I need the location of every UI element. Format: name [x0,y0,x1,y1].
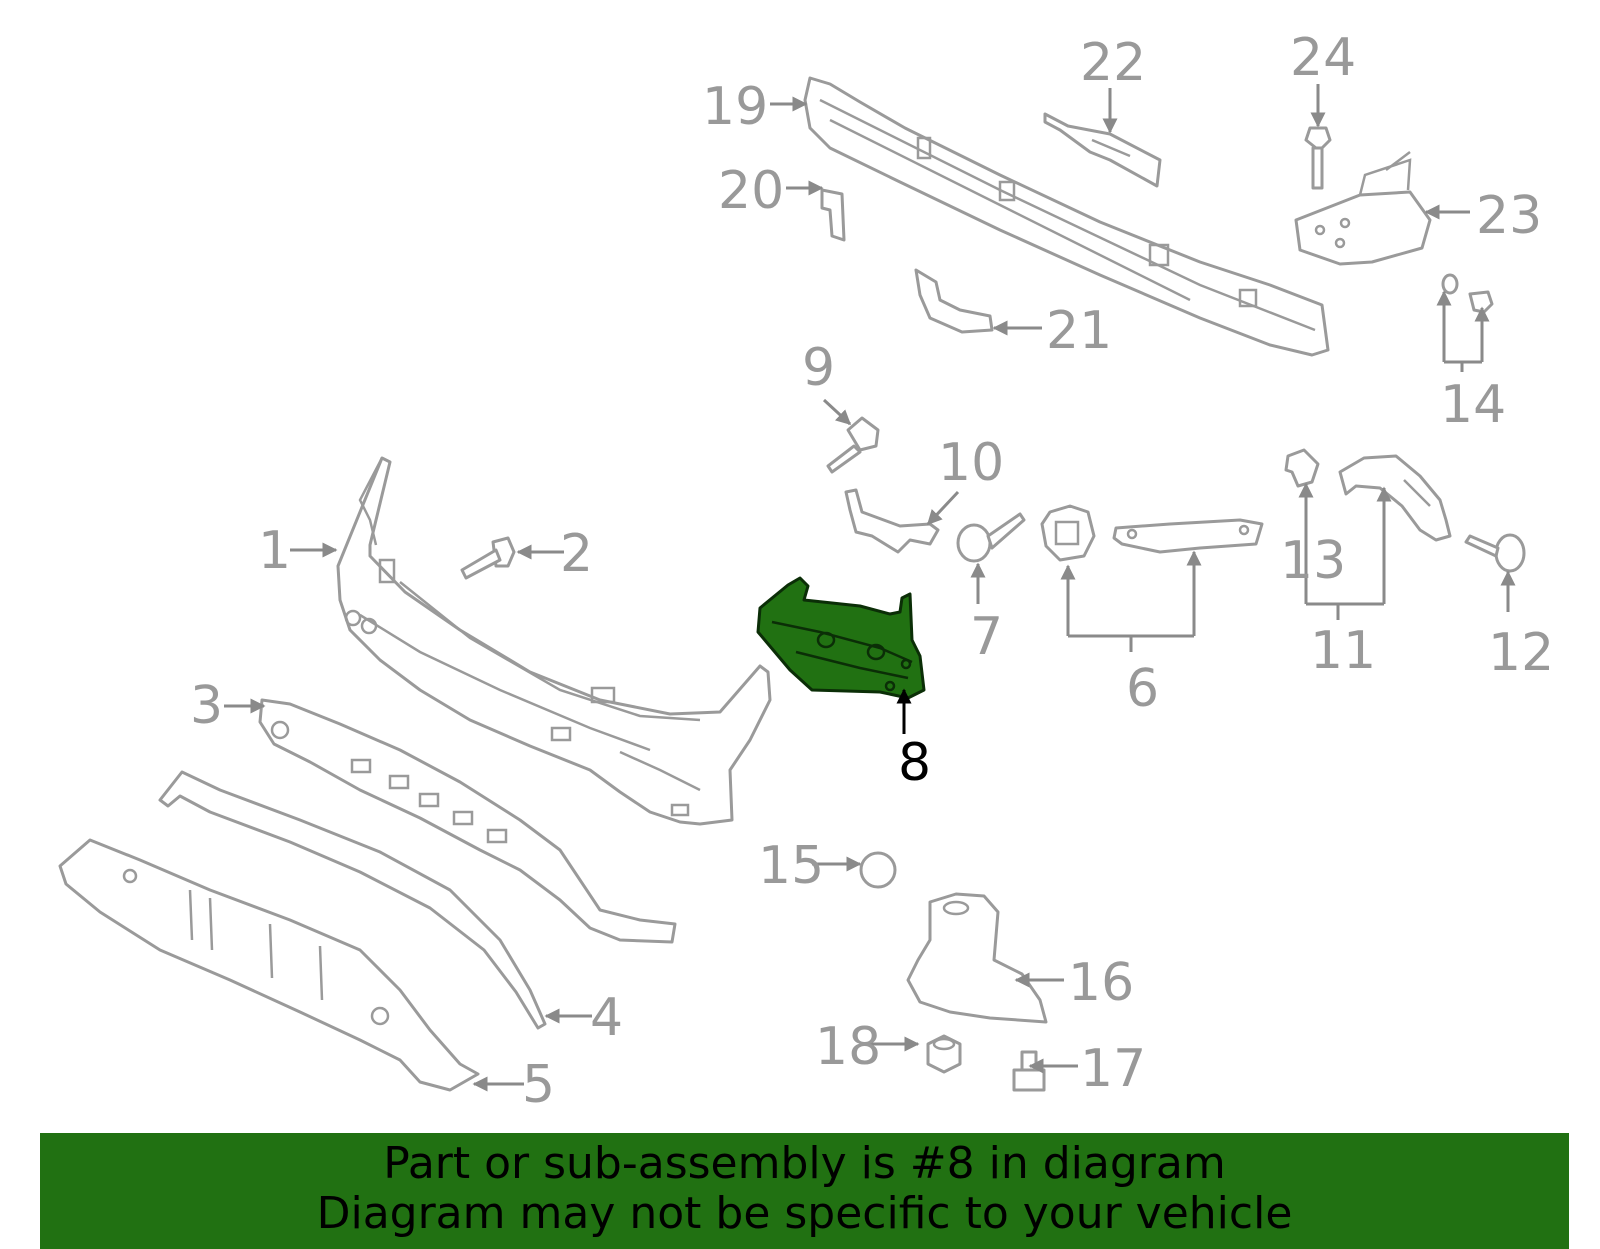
part-13-clip [1284,448,1320,488]
part-10-bracket [844,488,940,554]
callout-12: 12 [1488,623,1554,683]
callout-6: 6 [1126,659,1159,719]
callout-14: 14 [1440,375,1506,435]
part-23-bracket [1294,151,1432,266]
part-9-screw [826,416,880,474]
part-2-screw [460,536,516,580]
part-15-plug [859,851,897,889]
part-6-clip-and-strip [1040,504,1264,562]
callout-10: 10 [938,433,1004,493]
part-24-bolt [1304,126,1332,190]
callout-17: 17 [1080,1039,1146,1099]
callout-18: 18 [815,1017,881,1077]
banner-line-2: Diagram may not be specific to your vehi… [316,1188,1293,1239]
part-19-bumper-reinforcement [803,76,1330,357]
part-20-clip [820,188,846,242]
callout-labels: 1 2 3 4 5 6 7 8 9 10 11 12 13 14 15 16 1… [190,28,1554,1115]
callout-8: 8 [898,733,931,793]
callout-21: 21 [1046,301,1112,361]
part-12-screw [1464,533,1526,573]
part-21-bracket [914,268,994,334]
info-banner: Part or sub-assembly is #8 in diagram Di… [40,1133,1569,1249]
part-17-bolt [1012,1050,1046,1092]
part-14-clips [1441,273,1494,314]
part-16-splash-shield [906,892,1048,1024]
callout-9: 9 [802,338,835,398]
part-3-lower-grille [258,698,677,944]
callout-1: 1 [258,521,291,581]
leader-10 [926,490,960,526]
callout-16: 16 [1068,953,1134,1013]
leader-9 [822,398,852,426]
part-1-bumper-cover [336,456,772,826]
callout-2: 2 [560,524,593,584]
callout-20: 20 [718,161,784,221]
part-4-trim-strip [158,770,547,1030]
callout-7: 7 [970,607,1003,667]
leader-6-bracket [1068,634,1194,652]
callout-19: 19 [702,77,768,137]
leader-11-bracket [1306,602,1384,620]
part-11-side-bracket [1338,454,1452,542]
callout-15: 15 [758,836,824,896]
callout-23: 23 [1476,186,1542,246]
leader-14-bracket [1444,360,1482,372]
part-7-screw [956,512,1026,563]
callout-11: 11 [1310,621,1376,681]
part-8-bracket-highlighted [756,576,926,700]
callout-4: 4 [590,988,623,1048]
part-5-skid-plate [58,838,480,1092]
callout-24: 24 [1290,28,1356,88]
part-18-nut [926,1034,962,1074]
callout-22: 22 [1080,33,1146,93]
banner-line-1: Part or sub-assembly is #8 in diagram [383,1138,1226,1189]
leader-lines [224,84,1516,1092]
part-22-bracket [1043,112,1162,188]
callout-13: 13 [1280,531,1346,591]
callout-3: 3 [190,676,223,736]
callout-5: 5 [522,1055,555,1115]
